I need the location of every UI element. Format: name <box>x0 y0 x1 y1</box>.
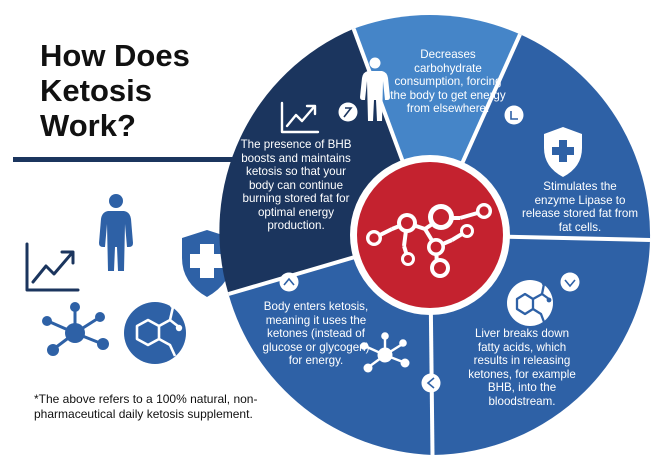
segment-5-text: The presence of BHB boosts and maintains… <box>240 138 352 232</box>
segment-1-text: Decreases carbohydrate consumption, forc… <box>390 48 506 115</box>
segment-3-molecule-icon <box>507 280 553 326</box>
segment-4-text: Body enters ketosis, meaning it uses the… <box>262 300 370 367</box>
segment-3-text: Liver breaks down fatty acids, which res… <box>468 327 576 408</box>
segment-2-text: Stimulates the enzyme Lipase to release … <box>522 180 638 234</box>
growth-chart-icon <box>25 242 80 292</box>
molecule-icon <box>124 301 186 364</box>
arrow-marker-3 <box>560 272 580 292</box>
network-icon <box>42 302 109 356</box>
page-title: How Does Ketosis Work? <box>40 38 240 143</box>
segment-5-growth-chart-icon <box>280 101 320 134</box>
segment-2-shield-plus-icon <box>544 127 582 177</box>
shield-plus-icon <box>182 230 232 297</box>
segment-1-wedge <box>353 15 520 235</box>
title-line-1: How Does <box>40 38 190 73</box>
arrow-marker-4 <box>421 373 441 393</box>
arrow-marker-2 <box>504 105 524 125</box>
human-figure-icon <box>99 194 133 271</box>
title-divider <box>13 157 245 162</box>
segment-4-network-icon <box>360 332 410 373</box>
title-line-3: Work? <box>40 108 136 143</box>
arrow-marker-1 <box>338 102 358 122</box>
arrow-marker-5 <box>279 272 299 292</box>
title-line-2: Ketosis <box>40 73 152 108</box>
footnote: *The above refers to a 100% natural, non… <box>34 392 258 421</box>
segment-1-human-figure-icon <box>360 57 390 121</box>
center-molecule-icon <box>366 203 492 278</box>
